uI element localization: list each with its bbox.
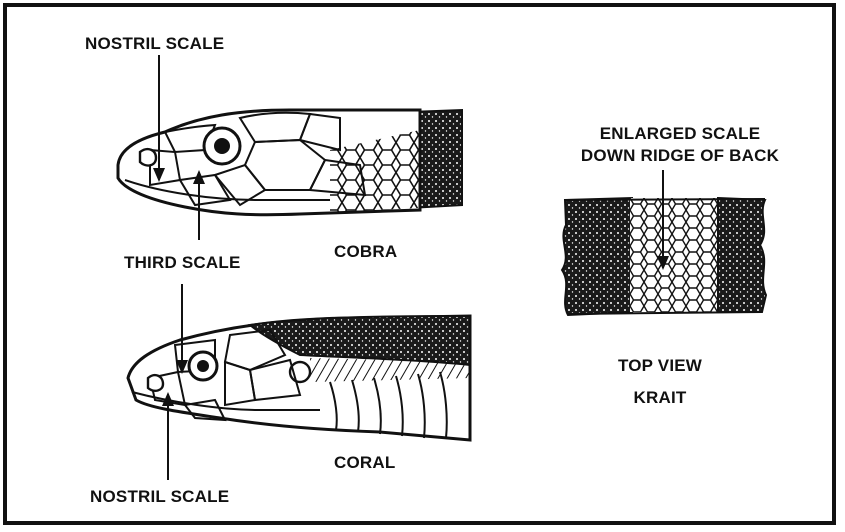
top-view-label: TOP VIEW <box>600 356 720 376</box>
cobra-nostril <box>140 149 156 165</box>
krait-dark-band-right <box>718 198 766 312</box>
coral-nostril <box>148 375 163 391</box>
krait-label: KRAIT <box>600 388 720 408</box>
nostril-scale-bottom-label: NOSTRIL SCALE <box>90 487 229 507</box>
enlarged-scale-label-line1: ENLARGED SCALE <box>560 124 800 144</box>
krait-dark-band-left <box>562 198 632 315</box>
third-scale-label: THIRD SCALE <box>124 253 240 273</box>
coral-label: CORAL <box>334 453 395 473</box>
coral-head-drawing <box>128 316 470 440</box>
cobra-label: COBRA <box>334 242 397 262</box>
cobra-head-drawing <box>118 110 462 215</box>
nostril-scale-top-label: NOSTRIL SCALE <box>85 34 224 54</box>
enlarged-scale-label-line2: DOWN RIDGE OF BACK <box>560 146 800 166</box>
